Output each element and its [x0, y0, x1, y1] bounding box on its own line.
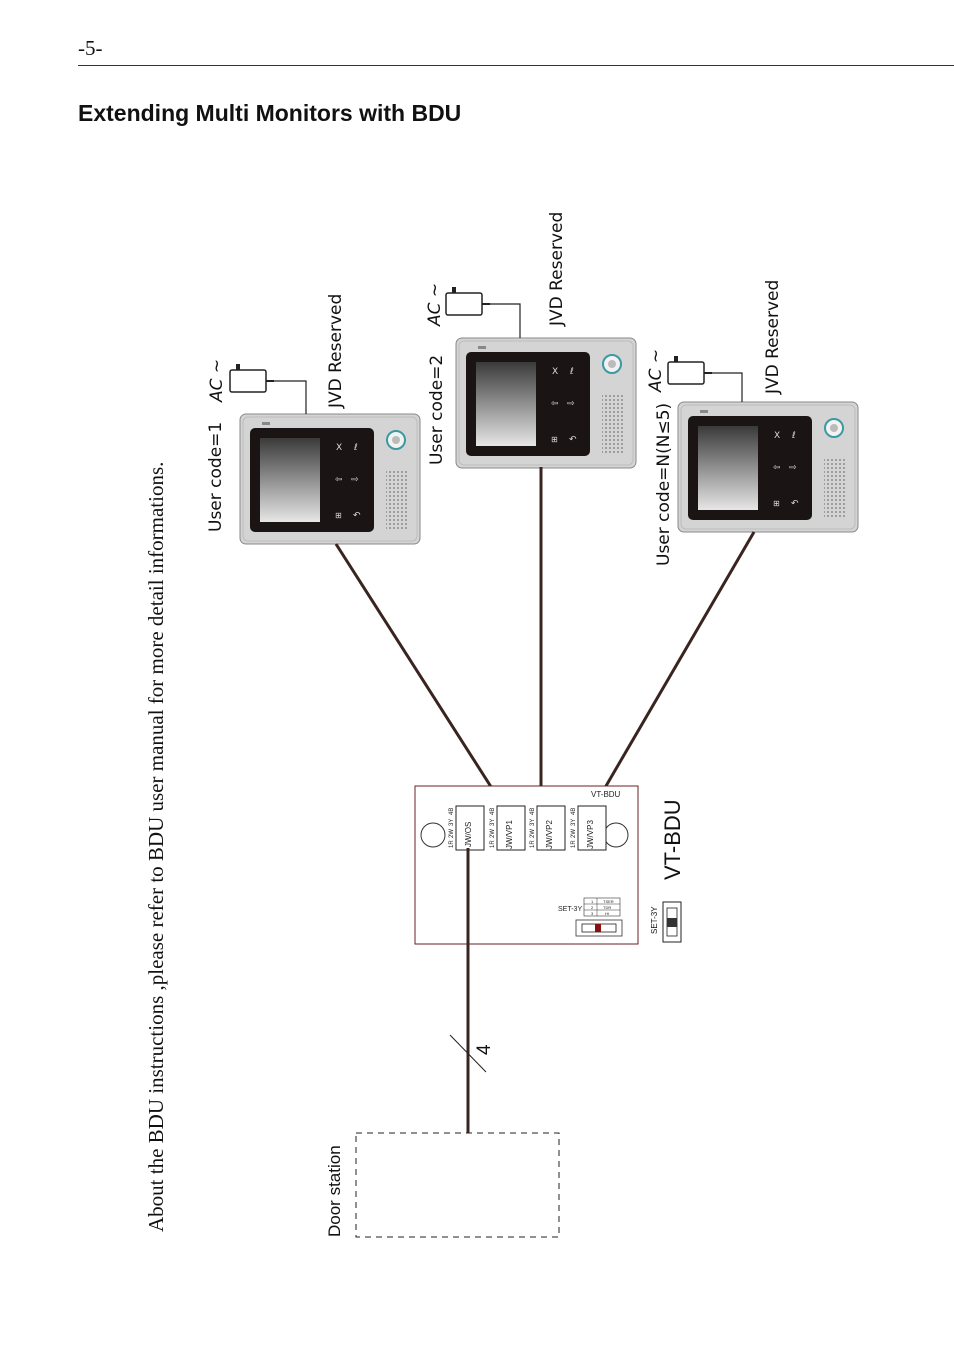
- adapter-1: [229, 363, 307, 414]
- door-station-label: Door station: [325, 1145, 344, 1237]
- monitor-2-ac-label: AC ~: [425, 283, 445, 327]
- bdu-note: About the BDU instructions ,please refer…: [144, 462, 168, 1232]
- bdu-port-os: JW/OS 1R 2W 3Y 4B: [449, 805, 485, 851]
- page-number: -5-: [78, 36, 103, 60]
- port-vp3-pin-2: 2W: [571, 829, 577, 838]
- switch-idx-1: 1: [591, 899, 594, 904]
- vt-bdu-label: VT-BDU: [660, 799, 685, 880]
- port-vp2-pin-2: 2W: [530, 829, 536, 838]
- port-vp3-pin-4: 4B: [571, 808, 577, 815]
- port-vp2-pin-1: 1R: [530, 840, 536, 848]
- switch-idx-3: 3: [591, 911, 594, 916]
- monitor-1-user-code: User code=1: [206, 422, 226, 532]
- monitor-1-reserved-label: JVD Reserved: [326, 294, 346, 409]
- port-vp3-pin-1: 1R: [571, 840, 577, 848]
- monitor-2: User code=2 AC ~ JVD Reserved: [425, 212, 637, 469]
- switch-opt-1: TSER: [603, 899, 614, 904]
- port-vp1-pin-2: 2W: [490, 829, 496, 838]
- monitor-3-user-code: User code=N(N≤5): [654, 403, 674, 566]
- bdu-port-vp1: JW/VP1 1R 2W 3Y 4B: [490, 805, 526, 851]
- port-vp1-label: JW/VP1: [505, 820, 514, 849]
- wire-monitor-1: [334, 543, 504, 805]
- port-os-pin-3: 3Y: [449, 819, 455, 826]
- port-os-label: JW/OS: [464, 822, 473, 847]
- port-os-pin-2: 2W: [449, 829, 455, 838]
- switch-idx-2: 2: [591, 905, 594, 910]
- bdu-port-vp3: JW/VP3 1R 2W 3Y 4B: [571, 805, 607, 851]
- monitor-1: User code=1 AC ~ JVD Reserved: [206, 294, 421, 545]
- dip-switch: [575, 919, 623, 937]
- monitor-1-ac-label: AC ~: [207, 359, 227, 403]
- port-vp2-pin-3: 3Y: [530, 819, 536, 826]
- adapter-2: [445, 286, 521, 338]
- adapter-3: [667, 355, 743, 402]
- set-3y-side-label: SET-3Y: [650, 906, 659, 934]
- switch-opt-2: TDR: [603, 905, 611, 910]
- monitor-3-reserved-label: JVD Reserved: [763, 280, 783, 395]
- page-title: Extending Multi Monitors with BDU: [78, 100, 462, 126]
- wire-monitor-3: [590, 531, 756, 811]
- bdu-port-vp2: JW/VP2 1R 2W 3Y 4B: [530, 805, 566, 851]
- switch-table: 1 2 3 TSER TDR HI: [583, 897, 621, 917]
- port-vp1-pin-1: 1R: [490, 840, 496, 848]
- wire-count-label: 4: [474, 1044, 495, 1055]
- monitor-3-ac-label: AC ~: [646, 349, 666, 393]
- port-vp3-pin-3: 3Y: [571, 819, 577, 826]
- port-os-pin-1: 1R: [449, 840, 455, 848]
- port-vp3-label: JW/VP3: [586, 820, 595, 849]
- door-station: Door station: [325, 1132, 560, 1238]
- switch-label: SET-3Y: [558, 906, 582, 913]
- port-vp1-pin-4: 4B: [490, 808, 496, 815]
- bdu-board: VT-BDU JW/OS 1R 2W 3Y 4B JW/VP1 1R 2W 3Y…: [414, 785, 639, 945]
- port-vp2-label: JW/VP2: [545, 820, 554, 849]
- port-vp1-pin-3: 3Y: [490, 819, 496, 826]
- port-os-pin-4: 4B: [449, 808, 455, 815]
- wire-count-slash: [449, 1034, 487, 1073]
- monitor-3: User code=N(N≤5) AC ~ JVD Reserved: [646, 280, 859, 566]
- monitor-2-user-code: User code=2: [427, 355, 447, 465]
- port-vp2-pin-4: 4B: [530, 808, 536, 815]
- bdu-board-label: VT-BDU: [591, 790, 621, 799]
- monitor-2-reserved-label: JVD Reserved: [547, 212, 567, 327]
- switch-opt-3: HI: [605, 911, 609, 916]
- set-3y-switch-icon: [662, 901, 682, 943]
- header-rule: [78, 65, 954, 66]
